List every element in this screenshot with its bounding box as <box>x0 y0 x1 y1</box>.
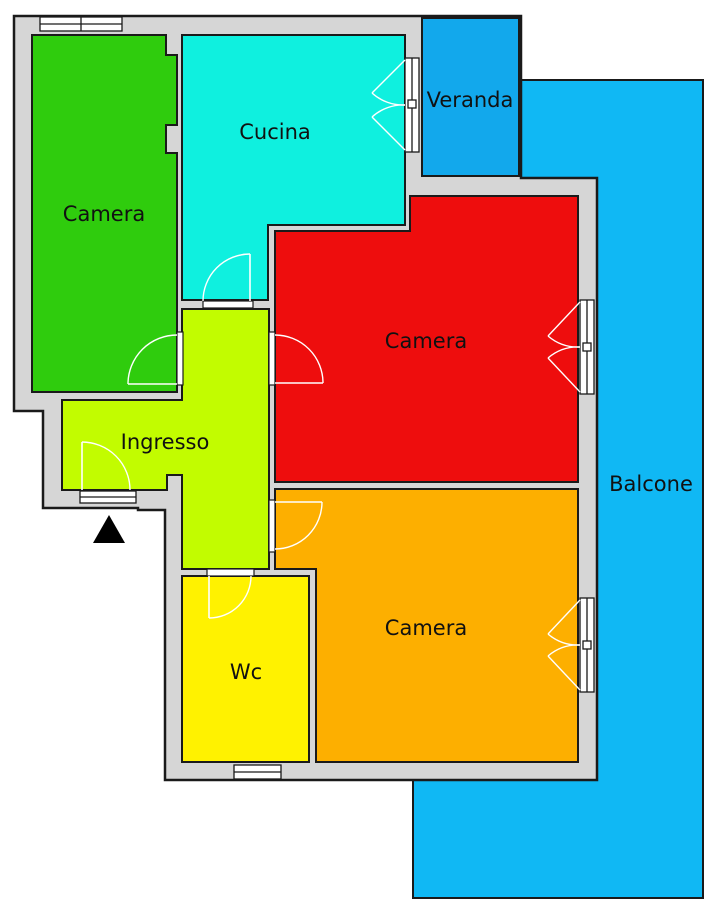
label-camera-left: Camera <box>63 202 145 226</box>
door-gap-camera-orange <box>268 499 276 553</box>
window-camera-orange <box>579 597 595 693</box>
door-swing-balcony-red <box>547 301 581 393</box>
label-camera-orange: Camera <box>385 616 467 640</box>
door-gap-camera-left <box>176 331 184 386</box>
label-wc: Wc <box>230 660 262 684</box>
entrance-arrow-icon <box>93 515 125 543</box>
window-camera-red <box>579 299 595 395</box>
room-wc <box>181 575 310 763</box>
door-swing-camera-red <box>274 334 324 384</box>
door-swing-camera-left <box>127 334 178 385</box>
label-camera-red: Camera <box>385 329 467 353</box>
door-swing-cucina <box>202 253 251 302</box>
room-camera-left <box>31 34 178 393</box>
room-camera-orange <box>274 488 579 763</box>
room-camera-red <box>274 195 579 483</box>
label-balcone: Balcone <box>609 472 693 496</box>
label-veranda: Veranda <box>427 88 514 112</box>
door-gap-wc <box>206 568 255 577</box>
label-ingresso: Ingresso <box>121 430 210 454</box>
label-cucina: Cucina <box>239 120 311 144</box>
window-bottom-wc <box>233 764 282 780</box>
room-veranda <box>421 17 520 177</box>
door-swing-balcony-orange <box>547 599 581 691</box>
door-swing-wc <box>208 575 252 619</box>
door-swing-veranda <box>371 59 406 151</box>
door-gap-cucina <box>202 300 254 309</box>
room-cucina <box>181 34 406 301</box>
window-cucina-veranda <box>404 57 420 153</box>
door-gap-camera-red <box>268 331 276 386</box>
window-entrance <box>79 490 137 504</box>
door-swing-entrance <box>81 441 131 491</box>
room-ingresso <box>61 308 270 570</box>
door-swing-camera-orange <box>274 501 323 550</box>
window-top-left <box>39 16 123 32</box>
